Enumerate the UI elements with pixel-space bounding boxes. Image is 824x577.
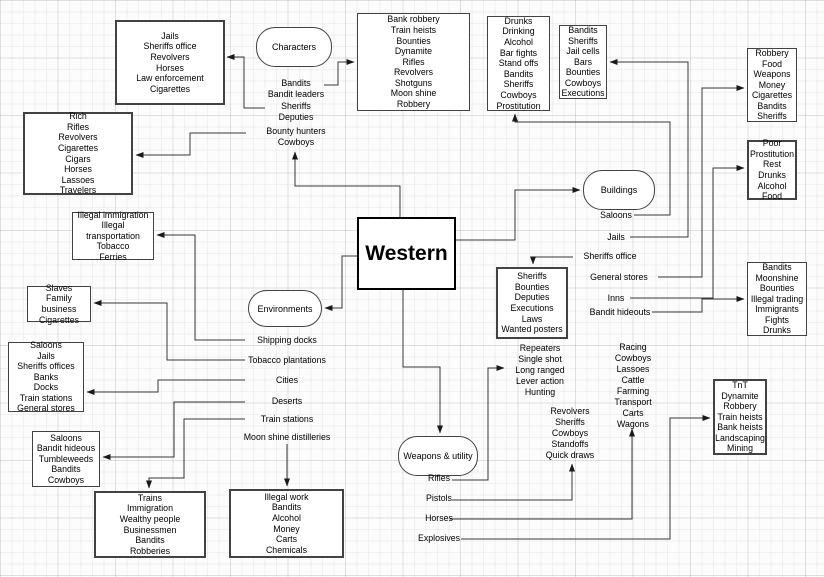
edge-western-to-weapons-utility bbox=[402, 290, 443, 434]
node-characters[interactable]: Characters bbox=[256, 27, 332, 67]
edge-bounty-hunters-to-rich-box bbox=[135, 132, 246, 158]
edge-deserts-to-saloons-hideous-box bbox=[102, 401, 245, 460]
label-moon-shine-distilleries[interactable]: Moon shine distilleries bbox=[243, 432, 331, 442]
label-pistols[interactable]: Pistols bbox=[426, 493, 452, 503]
label-sheriffs-office[interactable]: Sheriffs office bbox=[583, 251, 637, 261]
box-illegal-immigration-details[interactable]: Illegal immigration Illegal transportati… bbox=[72, 210, 154, 262]
box-jail-cells-details[interactable]: Bandits Sheriffs Jail cells Bars Bountie… bbox=[559, 25, 607, 99]
edge-cities-to-saloons-offices-box bbox=[86, 379, 245, 395]
box-sheriffs-bounties-details[interactable]: Sheriffs Bounties Deputies Executions La… bbox=[496, 267, 568, 339]
edge-western-to-environments bbox=[324, 255, 357, 311]
edge-train-stations-to-trains-box bbox=[146, 418, 245, 489]
label-horses[interactable]: Horses bbox=[425, 513, 453, 523]
box-robbery-food-details[interactable]: Robbery Food Weapons Money Cigarettes Ba… bbox=[747, 48, 797, 122]
box-trains-details[interactable]: Trains Immigration Wealthy people Busine… bbox=[94, 491, 206, 558]
label-tobacco-plantations[interactable]: Tobacco plantations bbox=[248, 355, 326, 365]
label-shipping-docks[interactable]: Shipping docks bbox=[257, 335, 317, 345]
label-inns[interactable]: Inns bbox=[607, 293, 625, 303]
label-deserts[interactable]: Deserts bbox=[271, 396, 303, 406]
label-train-stations[interactable]: Train stations bbox=[260, 414, 314, 424]
node-weapons-utility[interactable]: Weapons & utility bbox=[398, 436, 478, 476]
label-rifles[interactable]: Rifles bbox=[428, 473, 450, 483]
label-pistol-details-list[interactable]: Revolvers Sheriffs Cowboys Standoffs Qui… bbox=[545, 406, 595, 460]
root-node-western[interactable]: Western bbox=[357, 217, 456, 290]
edge-western-to-buildings bbox=[456, 187, 581, 241]
box-rich-details[interactable]: Rich Rifles Revolvers Cigarettes Cigars … bbox=[23, 111, 133, 195]
edge-western-to-bounty-hunters bbox=[292, 151, 401, 217]
label-bandits-bandit-leaders[interactable]: Bandits Bandit leaders bbox=[267, 78, 325, 99]
label-jails[interactable]: Jails bbox=[607, 232, 625, 242]
node-environments[interactable]: Environments bbox=[248, 290, 322, 327]
label-rifle-details-list[interactable]: Repeaters Single shot Long ranged Lever … bbox=[515, 343, 565, 397]
box-bandits-moonshine-details[interactable]: Bandits Moonshine Bounties Illegal tradi… bbox=[747, 262, 807, 336]
label-explosives[interactable]: Explosives bbox=[417, 533, 461, 543]
box-jails-details[interactable]: Jails Sheriffs office Revolvers Horses L… bbox=[115, 20, 225, 105]
box-poor-details[interactable]: Poor Prostitution Rest Drunks Alcohol Fo… bbox=[747, 138, 797, 201]
box-drunks-details[interactable]: Drunks Drinking Alcohol Bar fights Stand… bbox=[487, 16, 550, 111]
edge-tobacco-to-slaves-box bbox=[93, 300, 245, 361]
label-sheriffs-deputies[interactable]: Sheriffs Deputies bbox=[278, 101, 314, 122]
box-saloons-hideous-details[interactable]: Saloons Bandit hideous Tumbleweeds Bandi… bbox=[32, 431, 100, 487]
box-saloons-offices-details[interactable]: Saloons Jails Sheriffs offices Banks Doc… bbox=[8, 340, 84, 413]
label-bandit-hideouts[interactable]: Bandit hideouts bbox=[589, 307, 651, 317]
edge-shipping-docks-to-immigration-box bbox=[156, 232, 245, 341]
label-saloons[interactable]: Saloons bbox=[600, 210, 632, 220]
box-slaves-details[interactable]: Slaves Family business Cigarettes bbox=[27, 283, 91, 325]
label-bounty-hunters-cowboys[interactable]: Bounty hunters Cowboys bbox=[266, 126, 326, 147]
label-cities[interactable]: Cities bbox=[276, 375, 298, 385]
label-general-stores[interactable]: General stores bbox=[590, 272, 648, 282]
edge-general-stores-to-robbery-box bbox=[658, 85, 745, 278]
box-tnt-details[interactable]: TnT Dynamite Robbery Train heists Bank h… bbox=[713, 379, 767, 455]
box-bank-robbery-details[interactable]: Bank robbery Train heists Bounties Dynam… bbox=[357, 13, 470, 111]
box-illegal-work-details[interactable]: Illegal work Bandits Alcohol Money Carts… bbox=[229, 489, 344, 558]
label-horse-details-list[interactable]: Racing Cowboys Lassoes Cattle Farming Tr… bbox=[614, 342, 652, 429]
edge-sheriffs-office-to-sheriffs-box bbox=[530, 256, 573, 265]
node-buildings[interactable]: Buildings bbox=[583, 170, 655, 210]
